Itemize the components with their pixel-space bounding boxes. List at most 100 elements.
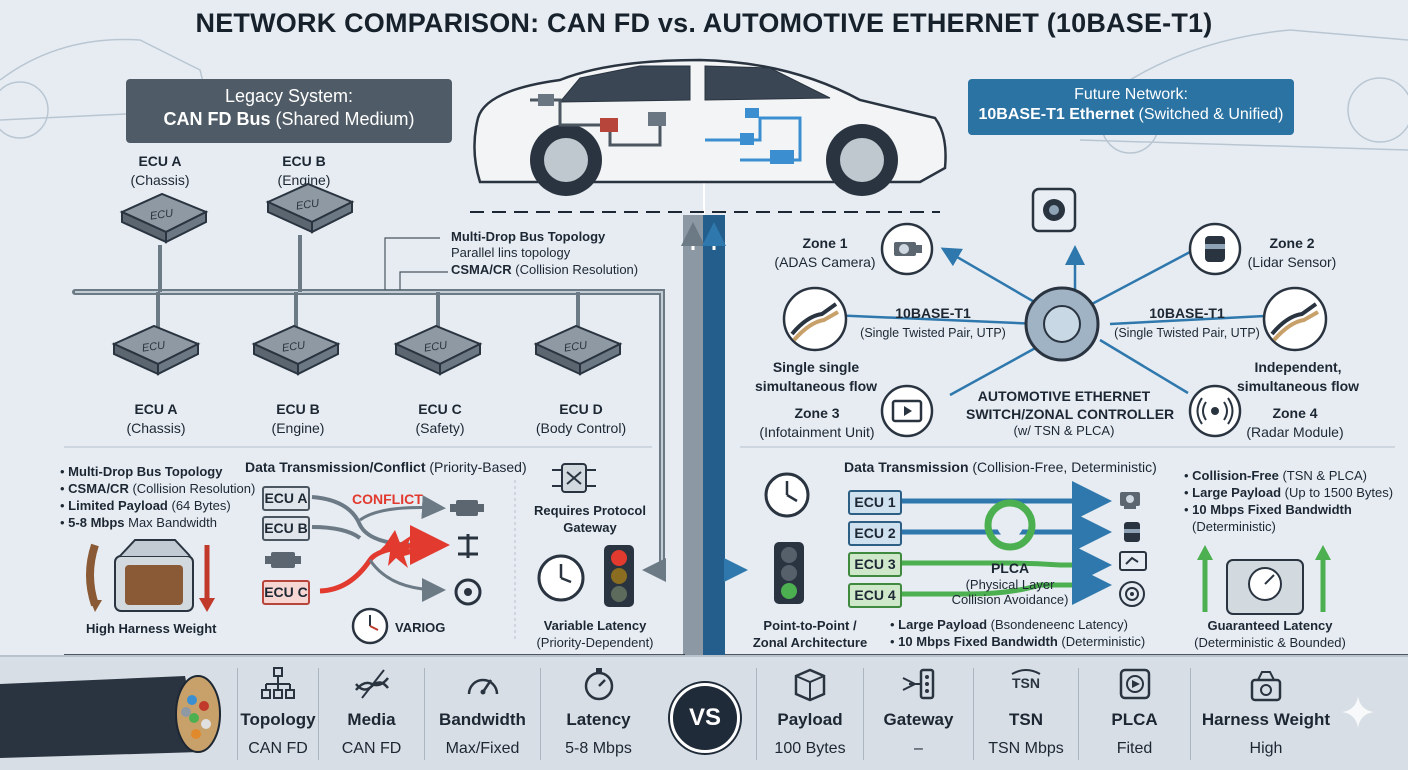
top-ecu-b-label: ECU B (Engine) bbox=[262, 152, 346, 190]
left-bullet: • CSMA/CR (Collision Resolution) bbox=[60, 480, 256, 496]
chip-label: ECU bbox=[141, 339, 166, 354]
bottom-cell-plca: PLCA Fited bbox=[1079, 660, 1190, 765]
top-ecu-b-name: ECU B bbox=[282, 153, 326, 169]
bottom-ecu-b-name: ECU B bbox=[276, 401, 320, 417]
left-tx-title: Data Transmission/Conflict (Priority-Bas… bbox=[245, 459, 527, 475]
radar-icon bbox=[1119, 581, 1145, 607]
chip-label: ECU bbox=[563, 339, 588, 354]
lidar-zone-icon bbox=[1188, 222, 1242, 276]
bottom-title: Harness Weight bbox=[1201, 710, 1331, 729]
chip-label: ECU bbox=[281, 339, 306, 354]
tx-ecu-a: ECU A bbox=[262, 486, 310, 511]
tx-ecu-2: ECU 2 bbox=[848, 521, 902, 546]
bottom-ecu-d-sub: (Body Control) bbox=[535, 419, 627, 436]
ecu-chip-icon: ECU bbox=[251, 324, 341, 376]
zone4-label: Zone 4(Radar Module) bbox=[1246, 405, 1344, 440]
legacy-panel-rest: (Shared Medium) bbox=[270, 109, 415, 130]
twisted-pair-icon bbox=[782, 286, 848, 352]
car-illustration bbox=[473, 58, 947, 196]
bottom-ecu-c-sub: (Safety) bbox=[415, 419, 465, 436]
bottom-ecu-d-label: ECU D (Body Control) bbox=[518, 400, 644, 438]
tsn-icon-text: TSN bbox=[1012, 675, 1040, 691]
traffic-light-green-icon bbox=[774, 542, 804, 604]
future-panel-bold: 10BASE-T1 Ethernet bbox=[978, 106, 1135, 124]
center-divider-left bbox=[683, 215, 703, 655]
bottom-cell-bandwidth: Bandwidth Max/Fixed bbox=[425, 660, 540, 765]
ecu-chip-icon: ECU bbox=[393, 324, 483, 376]
payload-box-icon bbox=[794, 668, 826, 702]
bus-note-3-rest: (Collision Resolution) bbox=[511, 261, 639, 277]
bus-note-1: Multi-Drop Bus Topology bbox=[451, 229, 606, 244]
left-bullet: • 5-8 Mbps Max Bandwidth bbox=[60, 514, 218, 530]
future-panel-rest: (Switched & Unified) bbox=[1134, 106, 1284, 124]
ecu-chip-icon: ECU bbox=[111, 324, 201, 376]
engine-icon bbox=[265, 552, 301, 568]
bottom-cell-topology: Topology CAN FD bbox=[238, 660, 318, 765]
top-ecu-b-sub: (Engine) bbox=[277, 171, 331, 188]
engine-icon bbox=[450, 500, 484, 516]
variog-label: VARIOG bbox=[395, 620, 446, 635]
bottom-ecu-a-sub: (Chassis) bbox=[126, 419, 186, 436]
chip-label: ECU bbox=[295, 197, 320, 212]
bottom-value: CAN FD bbox=[341, 740, 402, 757]
plca-icon bbox=[1119, 668, 1150, 700]
bus-note-3-bold: CSMA/CR bbox=[451, 261, 512, 277]
bottom-title: Payload bbox=[777, 710, 843, 729]
bottom-title: Topology bbox=[240, 710, 316, 729]
left-bullet: • Multi-Drop Bus Topology bbox=[60, 464, 223, 479]
right-bullets: • Collision-Free (TSN & PLCA) • Large Pa… bbox=[1184, 468, 1393, 536]
bottom-ecu-a-name: ECU A bbox=[134, 401, 178, 417]
legacy-panel-line1: Legacy System: bbox=[224, 86, 354, 106]
bottom-title: Gateway bbox=[883, 710, 954, 729]
conflict-label: CONFLICT bbox=[352, 491, 423, 507]
tx-ecu-3: ECU 3 bbox=[848, 552, 902, 577]
bottom-title: Media bbox=[347, 710, 396, 729]
stopwatch-icon bbox=[584, 668, 613, 701]
clock-icon bbox=[537, 554, 585, 602]
tx-ecu-b: ECU B bbox=[262, 516, 310, 541]
clock-icon bbox=[351, 607, 389, 645]
bottom-value: TSN Mbps bbox=[988, 740, 1064, 757]
right-bullet: • Large Payload (Up to 1500 Bytes) bbox=[1184, 484, 1394, 500]
tsn-icon: TSN bbox=[1011, 669, 1041, 691]
bottom-cell-gateway: Gateway – bbox=[864, 660, 973, 765]
camera-icon bbox=[1031, 187, 1077, 233]
right-bullet: • 10 Mbps Fixed Bandwidth bbox=[1184, 501, 1352, 517]
bottom-value: Fited bbox=[1116, 740, 1153, 757]
axle-icon bbox=[458, 534, 478, 558]
left-bullets: • Multi-Drop Bus Topology • CSMA/CR (Col… bbox=[60, 464, 255, 532]
guaranteed-latency-label: Guaranteed Latency(Deterministic & Bound… bbox=[1194, 618, 1346, 650]
bottom-title: PLCA bbox=[1111, 710, 1158, 729]
radar-zone-icon bbox=[1188, 384, 1242, 438]
top-ecu-a-name: ECU A bbox=[138, 153, 182, 169]
guaranteed-scale-icon bbox=[1197, 545, 1331, 615]
infotainment-zone-icon bbox=[880, 384, 934, 438]
bottom-ecu-a-label: ECU A (Chassis) bbox=[108, 400, 204, 438]
sparkle-icon bbox=[1342, 696, 1374, 728]
lidar-icon bbox=[1124, 522, 1140, 542]
right-bullet: (Deterministic) bbox=[1192, 518, 1276, 534]
gauge-icon bbox=[467, 678, 498, 695]
bottom-value: 100 Bytes bbox=[774, 740, 846, 757]
bus-notes: Multi-Drop Bus Topology Parallel lins to… bbox=[451, 229, 638, 278]
scale-icon bbox=[1250, 671, 1282, 702]
tx-ecu-1: ECU 1 bbox=[848, 490, 902, 515]
bus-drops bbox=[156, 235, 580, 330]
zone2-label: Zone 2(Lidar Sensor) bbox=[1247, 235, 1337, 270]
right-bullet: • Collision-Free (TSN & PLCA) bbox=[1184, 468, 1367, 483]
bottom-value: 5-8 Mbps bbox=[565, 740, 632, 757]
left-bullet: • Limited Payload (64 Bytes) bbox=[60, 497, 231, 513]
bottom-value: CAN FD bbox=[248, 740, 308, 757]
bottom-ecu-c-name: ECU C bbox=[418, 401, 462, 417]
topology-icon bbox=[261, 667, 295, 699]
media-icon bbox=[354, 669, 389, 699]
right-mid-bullet: • Large Payload (Bsondeneenc Latency) bbox=[890, 617, 1128, 632]
harness-scale-left-icon bbox=[86, 539, 215, 612]
bus-note-2: Parallel lins topology bbox=[451, 245, 571, 261]
cable-icon bbox=[0, 675, 221, 758]
center-divider-right bbox=[703, 215, 725, 655]
bottom-value: – bbox=[914, 740, 923, 757]
